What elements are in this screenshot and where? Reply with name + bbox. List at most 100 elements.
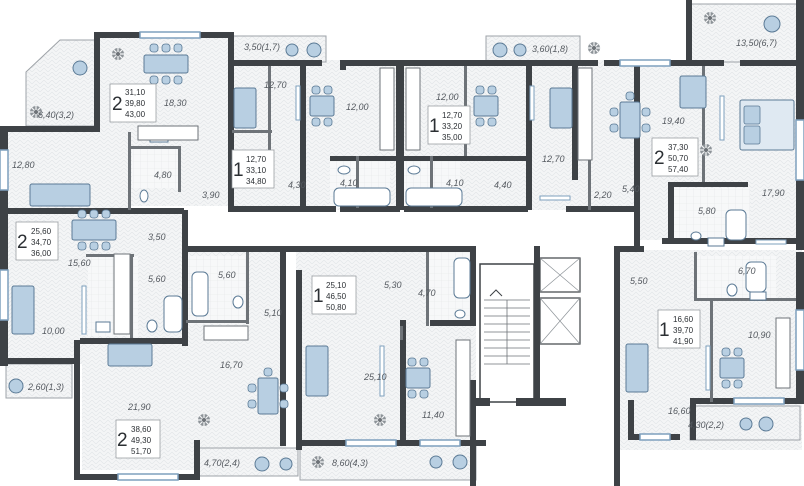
room-area-label: 2,60(1,3) xyxy=(27,382,64,392)
dining-tables xyxy=(71,43,745,415)
plant-icon xyxy=(372,412,388,428)
room-area-label: 5,40 xyxy=(622,184,640,194)
apartment-total-area-balcony: 41,90 xyxy=(673,337,694,346)
chair-icon xyxy=(306,42,322,58)
room-area-label: 5,50 xyxy=(630,276,648,286)
apartment-room-count: 2 xyxy=(117,430,128,451)
room-area-label: 16,60 xyxy=(668,406,691,416)
apartment-living-area: 38,60 xyxy=(131,425,152,434)
sofa-icon xyxy=(305,345,329,397)
sofa-icon xyxy=(549,87,573,129)
kitchen-counters xyxy=(113,67,791,437)
room-area-label: 19,40 xyxy=(662,116,685,126)
room-area-label: 10,90 xyxy=(748,330,771,340)
balcony-bottom-center xyxy=(299,443,477,481)
apartment-total-area: 46,50 xyxy=(326,292,347,301)
room-area-label: 3,60(1,8) xyxy=(532,44,568,54)
dining-table-icon xyxy=(309,85,335,127)
room-area-label: 3,90 xyxy=(202,190,220,200)
room-area-label: 4,40 xyxy=(494,180,512,190)
beds xyxy=(739,99,795,151)
room-area-label: 5,60 xyxy=(148,274,166,284)
apartment-total-area-balcony: 51,70 xyxy=(131,447,152,456)
bathtub-icon xyxy=(453,257,471,299)
room-area-label: 4,80 xyxy=(154,170,172,180)
chair-icon xyxy=(279,457,293,471)
toilet-icon xyxy=(139,189,149,203)
apartment-badge: 2 38,60 49,30 51,70 xyxy=(115,419,161,459)
sofa-icon xyxy=(11,285,35,335)
chair-icon xyxy=(763,15,781,33)
chair-icon xyxy=(513,43,527,57)
chair-icon xyxy=(72,60,88,76)
room-area-label: 5,10 xyxy=(264,308,282,318)
chair-icon xyxy=(758,416,774,432)
elevators xyxy=(539,257,581,345)
chair-icon xyxy=(429,455,443,469)
kitchen-counter-icon xyxy=(577,67,593,161)
room-area-label: 17,90 xyxy=(762,188,785,198)
apartment-badges: 2 31,10 39,80 43,00 1 12,70 33,10 34,80 … xyxy=(15,83,701,459)
apartment-room-count: 2 xyxy=(112,94,123,115)
room-area-label: 16,70 xyxy=(220,360,243,370)
room-area-label: 3,50(1,7) xyxy=(244,42,280,52)
sofas xyxy=(11,75,707,397)
chair-icon xyxy=(739,417,753,431)
room-area-label: 13,50(6,7) xyxy=(736,38,777,48)
apartment-total-area: 33,10 xyxy=(246,166,267,175)
room-area-label: 18,30 xyxy=(164,98,187,108)
apartment-badge: 2 31,10 39,80 43,00 xyxy=(109,83,157,123)
room-area-label: 12,80 xyxy=(12,160,35,170)
kitchen-counter-icon xyxy=(113,253,131,335)
room-area-label: 6,40(3,2) xyxy=(38,110,74,120)
room-area-label: 4,30 xyxy=(288,180,306,190)
room-area-label: 3,50 xyxy=(148,232,166,242)
kitchen-counter-icon xyxy=(775,317,791,389)
toilet-icon xyxy=(690,231,702,241)
apartment-badge: 1 25,10 46,50 50,80 xyxy=(311,275,357,315)
plant-icon xyxy=(698,142,714,158)
kitchen-counter-icon xyxy=(203,325,249,341)
apartment-badge: 1 16,60 39,70 41,90 xyxy=(657,309,701,349)
room-area-label: 12,70 xyxy=(264,80,287,90)
bathtubs xyxy=(163,187,767,333)
apartment-living-area: 25,60 xyxy=(31,227,52,236)
kitchen-counter-icon xyxy=(405,67,421,151)
chair-icon xyxy=(8,378,24,394)
apartment-total-area-balcony: 36,00 xyxy=(31,249,52,258)
apartment-badge: 2 37,30 50,70 57,40 xyxy=(651,137,699,177)
room-area-label: 5,30 xyxy=(384,280,402,290)
room-area-label: 11,40 xyxy=(422,410,444,420)
apartment-living-area: 25,10 xyxy=(326,281,347,290)
apartment-room-count: 2 xyxy=(17,232,28,253)
room-area-label: 6,70 xyxy=(738,266,756,276)
apartment-total-area: 34,70 xyxy=(31,238,52,247)
kitchen-counter-icon xyxy=(379,67,395,151)
apartment-living-area: 16,60 xyxy=(673,315,694,324)
balcony-top-left xyxy=(231,35,327,63)
room-area-label: 12,70 xyxy=(542,154,565,164)
sink-icon xyxy=(707,237,725,247)
sink-icon xyxy=(95,321,111,333)
apartment-total-area-balcony: 57,40 xyxy=(668,165,689,174)
dining-table-icon xyxy=(609,91,651,139)
bathtub-icon xyxy=(191,271,209,317)
windows xyxy=(0,31,804,481)
apartment-badge: 2 25,60 34,70 36,00 xyxy=(15,221,59,261)
apartment-room-count: 2 xyxy=(654,148,665,169)
apartment-total-area-balcony: 34,80 xyxy=(246,177,267,186)
chair-icon xyxy=(254,456,270,472)
room-area-label: 12,00 xyxy=(346,102,369,112)
dining-table-icon xyxy=(71,209,117,251)
toilet-icon xyxy=(726,283,738,297)
dining-table-icon xyxy=(405,357,431,399)
apartment-living-area: 12,70 xyxy=(442,111,463,120)
chair-icon xyxy=(492,42,508,58)
room-area-label: 4,30(2,2) xyxy=(688,420,724,430)
room-area-label: 4,10 xyxy=(340,178,358,188)
apartment-total-area: 33,20 xyxy=(442,122,463,131)
room-area-label: 4,70(2,4) xyxy=(204,458,240,468)
room-area-label: 4,10 xyxy=(446,178,464,188)
chair-icon xyxy=(452,454,468,470)
